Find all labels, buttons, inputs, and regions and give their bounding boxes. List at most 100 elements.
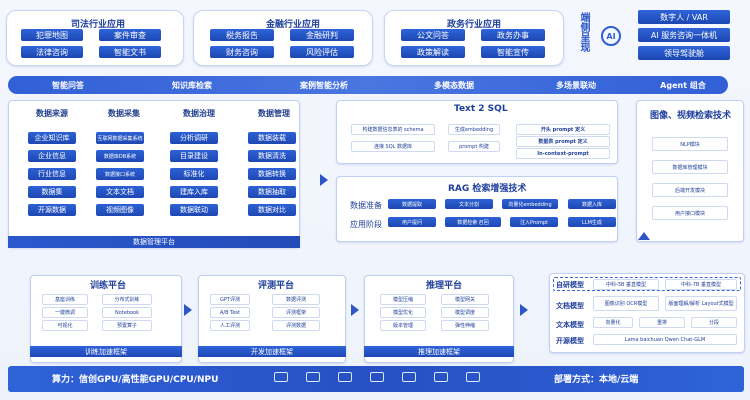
finance-item-4[interactable]: 风险评估	[290, 46, 354, 58]
lower-arrow-right-icon	[184, 304, 192, 316]
stage-knowledge[interactable]: 知识库检索	[172, 80, 212, 90]
training-item[interactable]: 一键微调	[42, 307, 88, 318]
ai-icon: AI	[601, 26, 621, 46]
judicial-panel: 司法行业应用 犯罪地图 案件审查 法律咨询 智能文书	[6, 10, 184, 66]
model-item[interactable]: 版面理解/解析 Layout式模型	[665, 296, 737, 311]
inference-item[interactable]: 模型调度	[441, 307, 489, 318]
inference-footer: 推理加速框架	[364, 346, 514, 357]
evaluation-item[interactable]: A/B Test	[210, 307, 250, 318]
flow-arrow-right-icon	[320, 174, 328, 186]
data-collection-item[interactable]: 文本文档	[96, 186, 144, 198]
data-management-item[interactable]: 数据抽取	[248, 186, 296, 198]
data-collection-item[interactable]: 数据接口系统	[96, 168, 144, 180]
training-item[interactable]: 分布式训练	[102, 294, 152, 305]
data-source-item[interactable]: 企业知识库	[28, 132, 76, 144]
training-item[interactable]: 可视化	[42, 320, 88, 331]
stage-multiscene[interactable]: 多场景联动	[556, 80, 596, 90]
inference-item[interactable]: 弹性伸缩	[441, 320, 489, 331]
data-management-item[interactable]: 数据清洗	[248, 150, 296, 162]
text2sql-item: 连接 SQL 数据库	[351, 141, 435, 152]
stage-agent[interactable]: Agent 组合	[660, 80, 706, 90]
rag-step[interactable]: 数据检索 召回	[445, 217, 501, 227]
model-row-label: 自研模型	[556, 281, 584, 289]
data-governance-item[interactable]: 数据联动	[170, 204, 218, 216]
server-icon	[338, 372, 352, 382]
vision-item[interactable]: 用户接口模块	[652, 206, 728, 220]
gov-item-4[interactable]: 智能宣传	[481, 46, 545, 58]
rag-step[interactable]: 用户提问	[388, 217, 436, 227]
rag-step[interactable]: 向量化embedding	[502, 199, 558, 209]
evaluation-item[interactable]: GPT评测	[210, 294, 250, 305]
model-item[interactable]: 向量化	[593, 317, 633, 328]
data-collection-item[interactable]: 互联网数据采集系统	[96, 132, 144, 144]
server-icon	[274, 372, 288, 382]
text2sql-item: 开头 prompt 定义	[516, 124, 610, 135]
gov-item-2[interactable]: 政务办事	[481, 29, 545, 41]
vision-item[interactable]: 后端开发模块	[652, 183, 728, 197]
server-icon	[402, 372, 416, 382]
model-item[interactable]: 图像识别 OCR模型	[593, 296, 659, 311]
evaluation-item[interactable]: 评测数据	[272, 320, 320, 331]
data-management-title: 数据管理	[258, 109, 290, 118]
data-collection-column: 互联网数据采集系统 数据库DB系统 数据接口系统 文本文档 视频图像	[94, 120, 152, 228]
model-item[interactable]: 中科-3B 垂直模型	[593, 279, 659, 290]
rag-title: RAG 检索增强技术	[448, 184, 527, 194]
finance-item-2[interactable]: 金融研判	[290, 29, 354, 41]
evaluation-item[interactable]: 数据评测	[272, 294, 320, 305]
stage-multimodal[interactable]: 多模态数据	[434, 80, 474, 90]
finance-item-1[interactable]: 税务报告	[210, 29, 274, 41]
data-governance-item[interactable]: 分析调研	[170, 132, 218, 144]
data-source-item[interactable]: 企业信息	[28, 150, 76, 162]
finance-item-3[interactable]: 财务咨询	[210, 46, 274, 58]
lower-arrow-right-icon	[351, 304, 359, 316]
stage-case[interactable]: 案例智能分析	[300, 80, 348, 90]
judicial-item-2[interactable]: 案件审查	[99, 29, 161, 41]
edge-item-1[interactable]: 数字人 / VAR	[638, 10, 730, 24]
rag-step[interactable]: 注入Prompt	[510, 217, 558, 227]
data-source-item[interactable]: 数据集	[28, 186, 76, 198]
edge-item-2[interactable]: AI 服务咨询一体机	[638, 28, 730, 42]
vision-item[interactable]: 数据库管理模块	[652, 160, 728, 174]
data-source-item[interactable]: 行业信息	[28, 168, 76, 180]
data-collection-item[interactable]: 数据库DB系统	[96, 150, 144, 162]
text2sql-item: In-context-prompt	[516, 148, 610, 159]
inference-item[interactable]: 模型压缩	[380, 294, 426, 305]
inference-item[interactable]: 模型优化	[380, 307, 426, 318]
data-source-column: 企业知识库 企业信息 行业信息 数据集 开源数据	[26, 120, 84, 228]
data-collection-item[interactable]: 视频图像	[96, 204, 144, 216]
data-management-item[interactable]: 数据转换	[248, 168, 296, 180]
model-row-label: 文档模型	[556, 302, 584, 310]
training-item[interactable]: 基座训练	[42, 294, 88, 305]
data-source-item[interactable]: 开源数据	[28, 204, 76, 216]
model-item[interactable]: Lama baichuan Qwen Chat-GLM	[593, 334, 737, 345]
rag-step[interactable]: 数据入库	[568, 199, 616, 209]
judicial-item-3[interactable]: 法律咨询	[21, 46, 83, 58]
training-item[interactable]: Notebook	[102, 307, 152, 318]
model-item[interactable]: 中科-7B 垂直模型	[665, 279, 737, 290]
rag-step[interactable]: LLM生成	[568, 217, 616, 227]
model-item[interactable]: 重排	[639, 317, 685, 328]
vision-item[interactable]: NLP模块	[652, 137, 728, 151]
edge-item-3[interactable]: 领导驾驶舱	[638, 46, 730, 60]
gov-item-3[interactable]: 政策解读	[401, 46, 465, 58]
gov-item-1[interactable]: 公文问答	[401, 29, 465, 41]
stage-qa[interactable]: 智能问答	[52, 80, 84, 90]
data-governance-item[interactable]: 目录建设	[170, 150, 218, 162]
capability-band	[8, 76, 728, 94]
data-governance-item[interactable]: 标准化	[170, 168, 218, 180]
model-item[interactable]: 分段	[691, 317, 737, 328]
rag-step[interactable]: 数据提取	[388, 199, 436, 209]
judicial-item-4[interactable]: 智能文书	[99, 46, 161, 58]
inference-item[interactable]: 版本管理	[380, 320, 426, 331]
lower-arrow-right-icon	[520, 304, 528, 316]
inference-item[interactable]: 模型网关	[441, 294, 489, 305]
training-item[interactable]: 预置算子	[102, 320, 152, 331]
judicial-item-1[interactable]: 犯罪地图	[21, 29, 83, 41]
evaluation-item[interactable]: 人工评测	[210, 320, 250, 331]
data-management-item[interactable]: 数据对比	[248, 204, 296, 216]
evaluation-item[interactable]: 评测框架	[272, 307, 320, 318]
rag-step[interactable]: 文本分割	[445, 199, 493, 209]
server-icon	[370, 372, 384, 382]
data-management-item[interactable]: 数据装载	[248, 132, 296, 144]
data-governance-item[interactable]: 建库入库	[170, 186, 218, 198]
